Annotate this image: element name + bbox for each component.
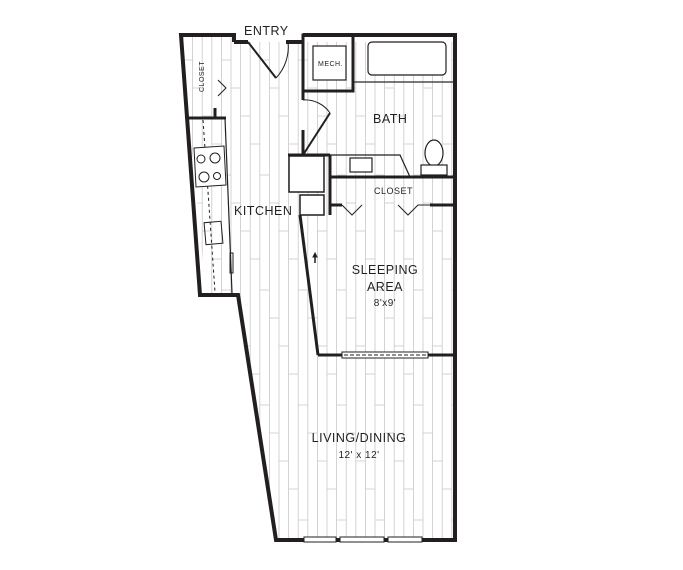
- stove: [193, 145, 227, 188]
- bath-label: BATH: [373, 112, 407, 126]
- mech-label: MECH.: [318, 61, 343, 68]
- closet-left-label: CLOSET: [199, 61, 206, 92]
- bath-fixtures: [312, 34, 456, 178]
- living-window-2: [339, 536, 385, 543]
- bath-door[interactable]: [302, 112, 331, 156]
- entry-label: ENTRY: [244, 24, 289, 38]
- arrow-icon: [312, 251, 318, 258]
- windows: [303, 351, 429, 543]
- exterior-walls: [178, 33, 457, 542]
- living-label: LIVING/DINING: [312, 431, 407, 445]
- living-dimensions: 12' x 12': [338, 450, 379, 461]
- closet-bifold-right[interactable]: [397, 204, 430, 216]
- kitchen-counter: [193, 117, 234, 294]
- sleeping-label-2: AREA: [367, 280, 403, 294]
- room-labels: ENTRY CLOSET MECH. BATH CLOSET KITCHEN S…: [199, 24, 418, 461]
- sleeping-label: SLEEPING: [352, 263, 419, 277]
- doors: [217, 41, 430, 263]
- washer-dryer: [288, 155, 325, 193]
- sleeping-dimensions: 8'x9': [374, 298, 396, 309]
- wood-floor: [182, 35, 455, 540]
- closet-door[interactable]: [217, 79, 227, 97]
- living-window-3: [387, 536, 423, 543]
- toilet: [424, 139, 444, 167]
- toilet-tank: [420, 164, 448, 176]
- fridge: [299, 194, 325, 216]
- appliances: [288, 155, 325, 216]
- closet-bifold-left[interactable]: [341, 204, 363, 216]
- kitchen-label: KITCHEN: [234, 204, 292, 218]
- dishwasher: [229, 252, 234, 274]
- mech-unit: [312, 45, 347, 81]
- entry-door[interactable]: [247, 41, 277, 79]
- living-window-1: [303, 536, 337, 543]
- closet-bed-label: CLOSET: [374, 186, 413, 196]
- sink: [203, 220, 224, 246]
- bath-sink: [349, 157, 373, 173]
- vanity: [329, 154, 411, 178]
- sleeping-window: [341, 351, 429, 359]
- bathtub: [367, 41, 447, 76]
